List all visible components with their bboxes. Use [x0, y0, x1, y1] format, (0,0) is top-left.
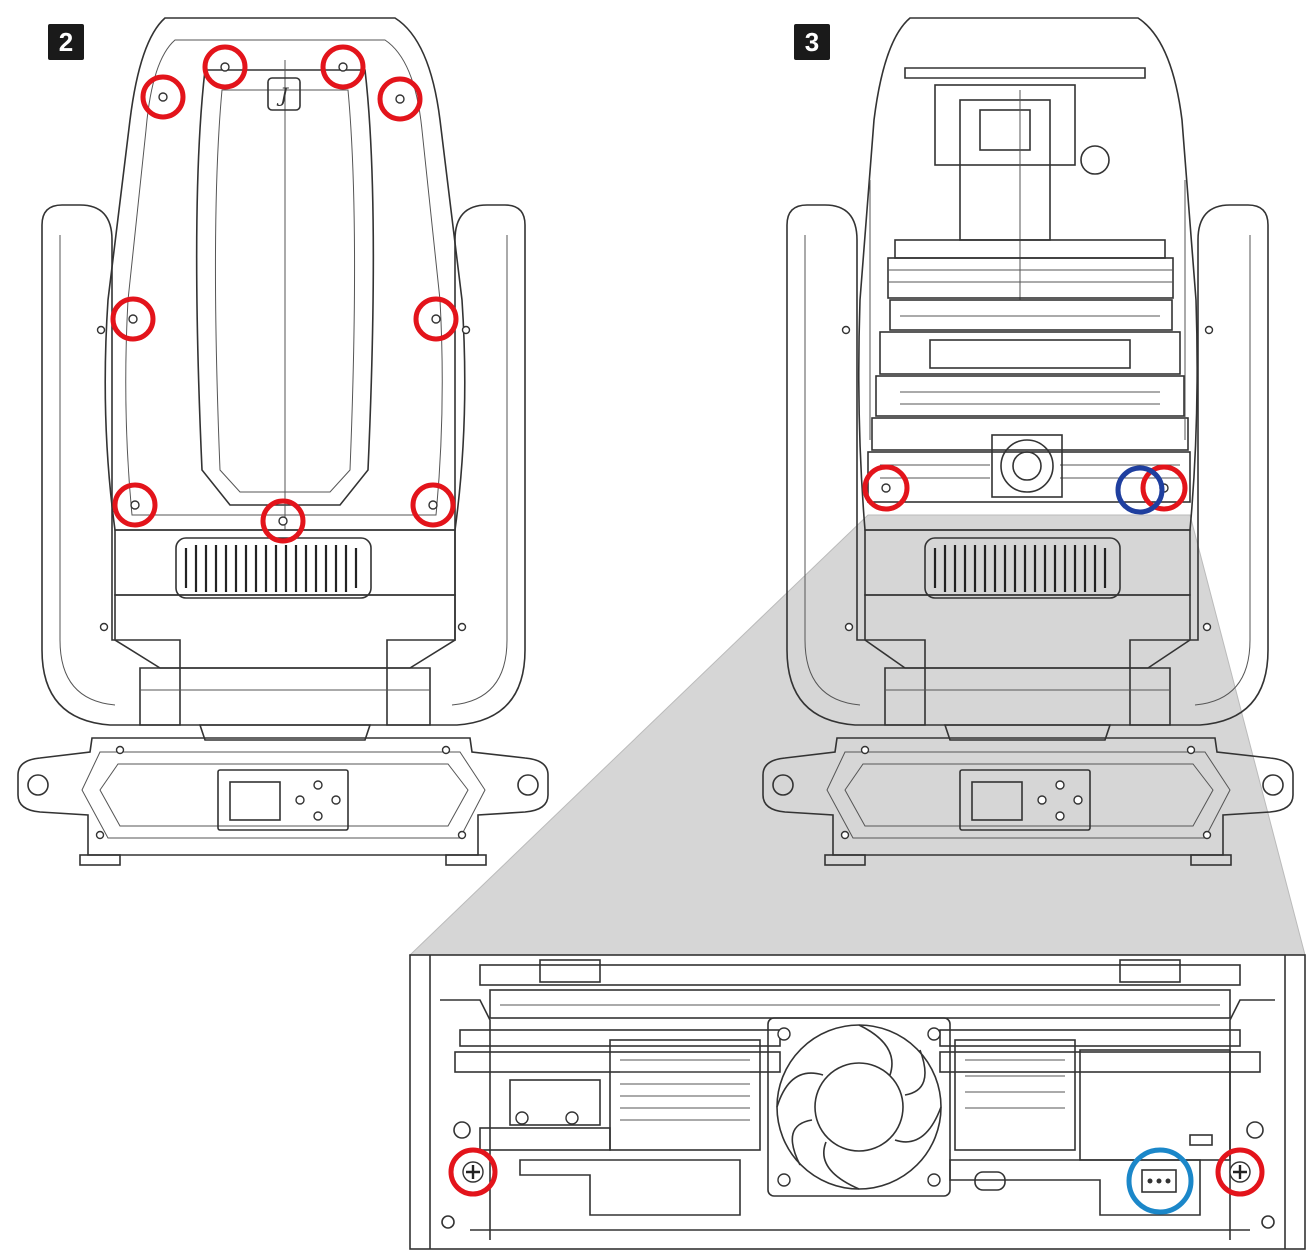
remove-screw-marker — [260, 498, 306, 544]
vent-grille-3 — [933, 545, 1107, 592]
remove-screw-marker — [320, 44, 366, 90]
step-badge-2: 2 — [48, 24, 84, 60]
remove-screw-marker — [110, 296, 156, 342]
fan-icon — [991, 434, 1063, 498]
remove-screw-marker — [112, 482, 158, 528]
fan-icon — [767, 1017, 951, 1197]
lcd-panel — [217, 769, 349, 831]
lcd-panel-3 — [959, 769, 1091, 831]
remove-screw-marker — [413, 296, 459, 342]
remove-screw-marker — [140, 74, 186, 120]
svg-text:J: J — [276, 83, 289, 107]
remove-screw-marker — [862, 464, 910, 512]
lcd-display-icon — [229, 781, 281, 821]
remove-screw-marker — [1140, 464, 1188, 512]
screw-icon — [1233, 1165, 1247, 1179]
screw-icon — [466, 1165, 480, 1179]
remove-screw-marker — [1215, 1147, 1265, 1197]
fixture-open-view — [762, 17, 1294, 866]
connector-marker — [1126, 1147, 1194, 1215]
step-badge-3: 3 — [794, 24, 830, 60]
internal-modules — [867, 84, 1191, 503]
connector-marker — [1115, 465, 1165, 515]
markers-detail — [448, 1147, 1265, 1215]
fixture-front-view: J — [17, 17, 549, 866]
brand-logo-icon — [267, 77, 301, 111]
detail-zoom-view — [409, 954, 1306, 1250]
screw-markers-step-2 — [110, 44, 459, 544]
remove-screw-marker — [448, 1147, 498, 1197]
vent-grille — [184, 545, 358, 592]
markers-step-3 — [862, 464, 1188, 515]
connector-plug — [1141, 1169, 1177, 1193]
remove-screw-marker — [410, 482, 456, 528]
remove-screw-marker — [202, 44, 248, 90]
remove-screw-marker — [377, 76, 423, 122]
